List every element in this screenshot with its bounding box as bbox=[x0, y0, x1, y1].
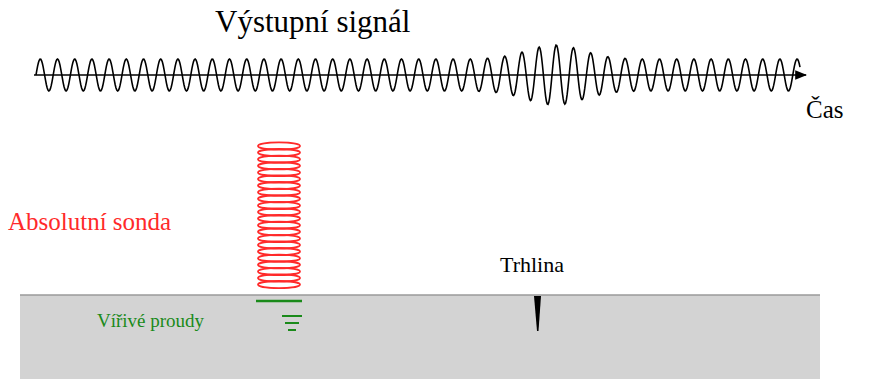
crack bbox=[534, 296, 541, 331]
signal-title: Výstupní signál bbox=[215, 6, 410, 37]
probe-coil bbox=[258, 142, 300, 288]
eddy-current-label: Vířivé proudy bbox=[97, 311, 204, 330]
coil-winding bbox=[258, 281, 300, 288]
probe-label: Absolutní sonda bbox=[8, 209, 171, 234]
specimen-plate bbox=[20, 295, 820, 379]
eddy-current-line bbox=[256, 300, 302, 303]
signal-wave bbox=[36, 45, 800, 104]
axis-label: Čas bbox=[806, 97, 844, 122]
eddy-current-symbol bbox=[282, 316, 302, 330]
plate-surface bbox=[20, 294, 820, 296]
crack-label: Trhlina bbox=[500, 254, 564, 276]
output-signal bbox=[36, 45, 800, 104]
